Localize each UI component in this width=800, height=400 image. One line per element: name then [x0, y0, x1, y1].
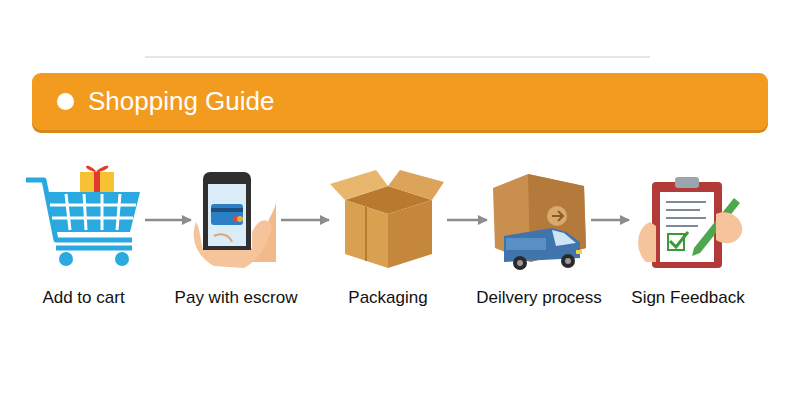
- box-icon: [330, 170, 444, 268]
- step-node: Packaging: [332, 168, 444, 272]
- flow-arrow: [281, 219, 329, 222]
- step-label: Pay with escrow: [175, 288, 298, 308]
- step-node: Deilvery process: [490, 168, 588, 272]
- title-band: Shopping Guide: [32, 73, 768, 130]
- step-node: Add to cart: [25, 168, 142, 272]
- step-label: Deilvery process: [476, 288, 602, 308]
- flow-arrow: [591, 219, 629, 222]
- cart-icon: [26, 166, 140, 266]
- bullet-dot: [57, 93, 74, 110]
- top-rule: [145, 56, 650, 58]
- step-label: Sign Feedback: [631, 288, 744, 308]
- flow-arrow: [145, 219, 191, 222]
- step-label: Add to cart: [42, 288, 124, 308]
- step-label: Packaging: [348, 288, 427, 308]
- title-text: Shopping Guide: [88, 86, 274, 116]
- phone-icon: [194, 172, 276, 268]
- step-node: Sign Feedback: [632, 168, 744, 272]
- step-node: Pay with escrow: [194, 168, 278, 272]
- truck-icon: [493, 174, 586, 270]
- flow-arrow: [447, 219, 487, 222]
- clipboard-icon: [638, 177, 742, 268]
